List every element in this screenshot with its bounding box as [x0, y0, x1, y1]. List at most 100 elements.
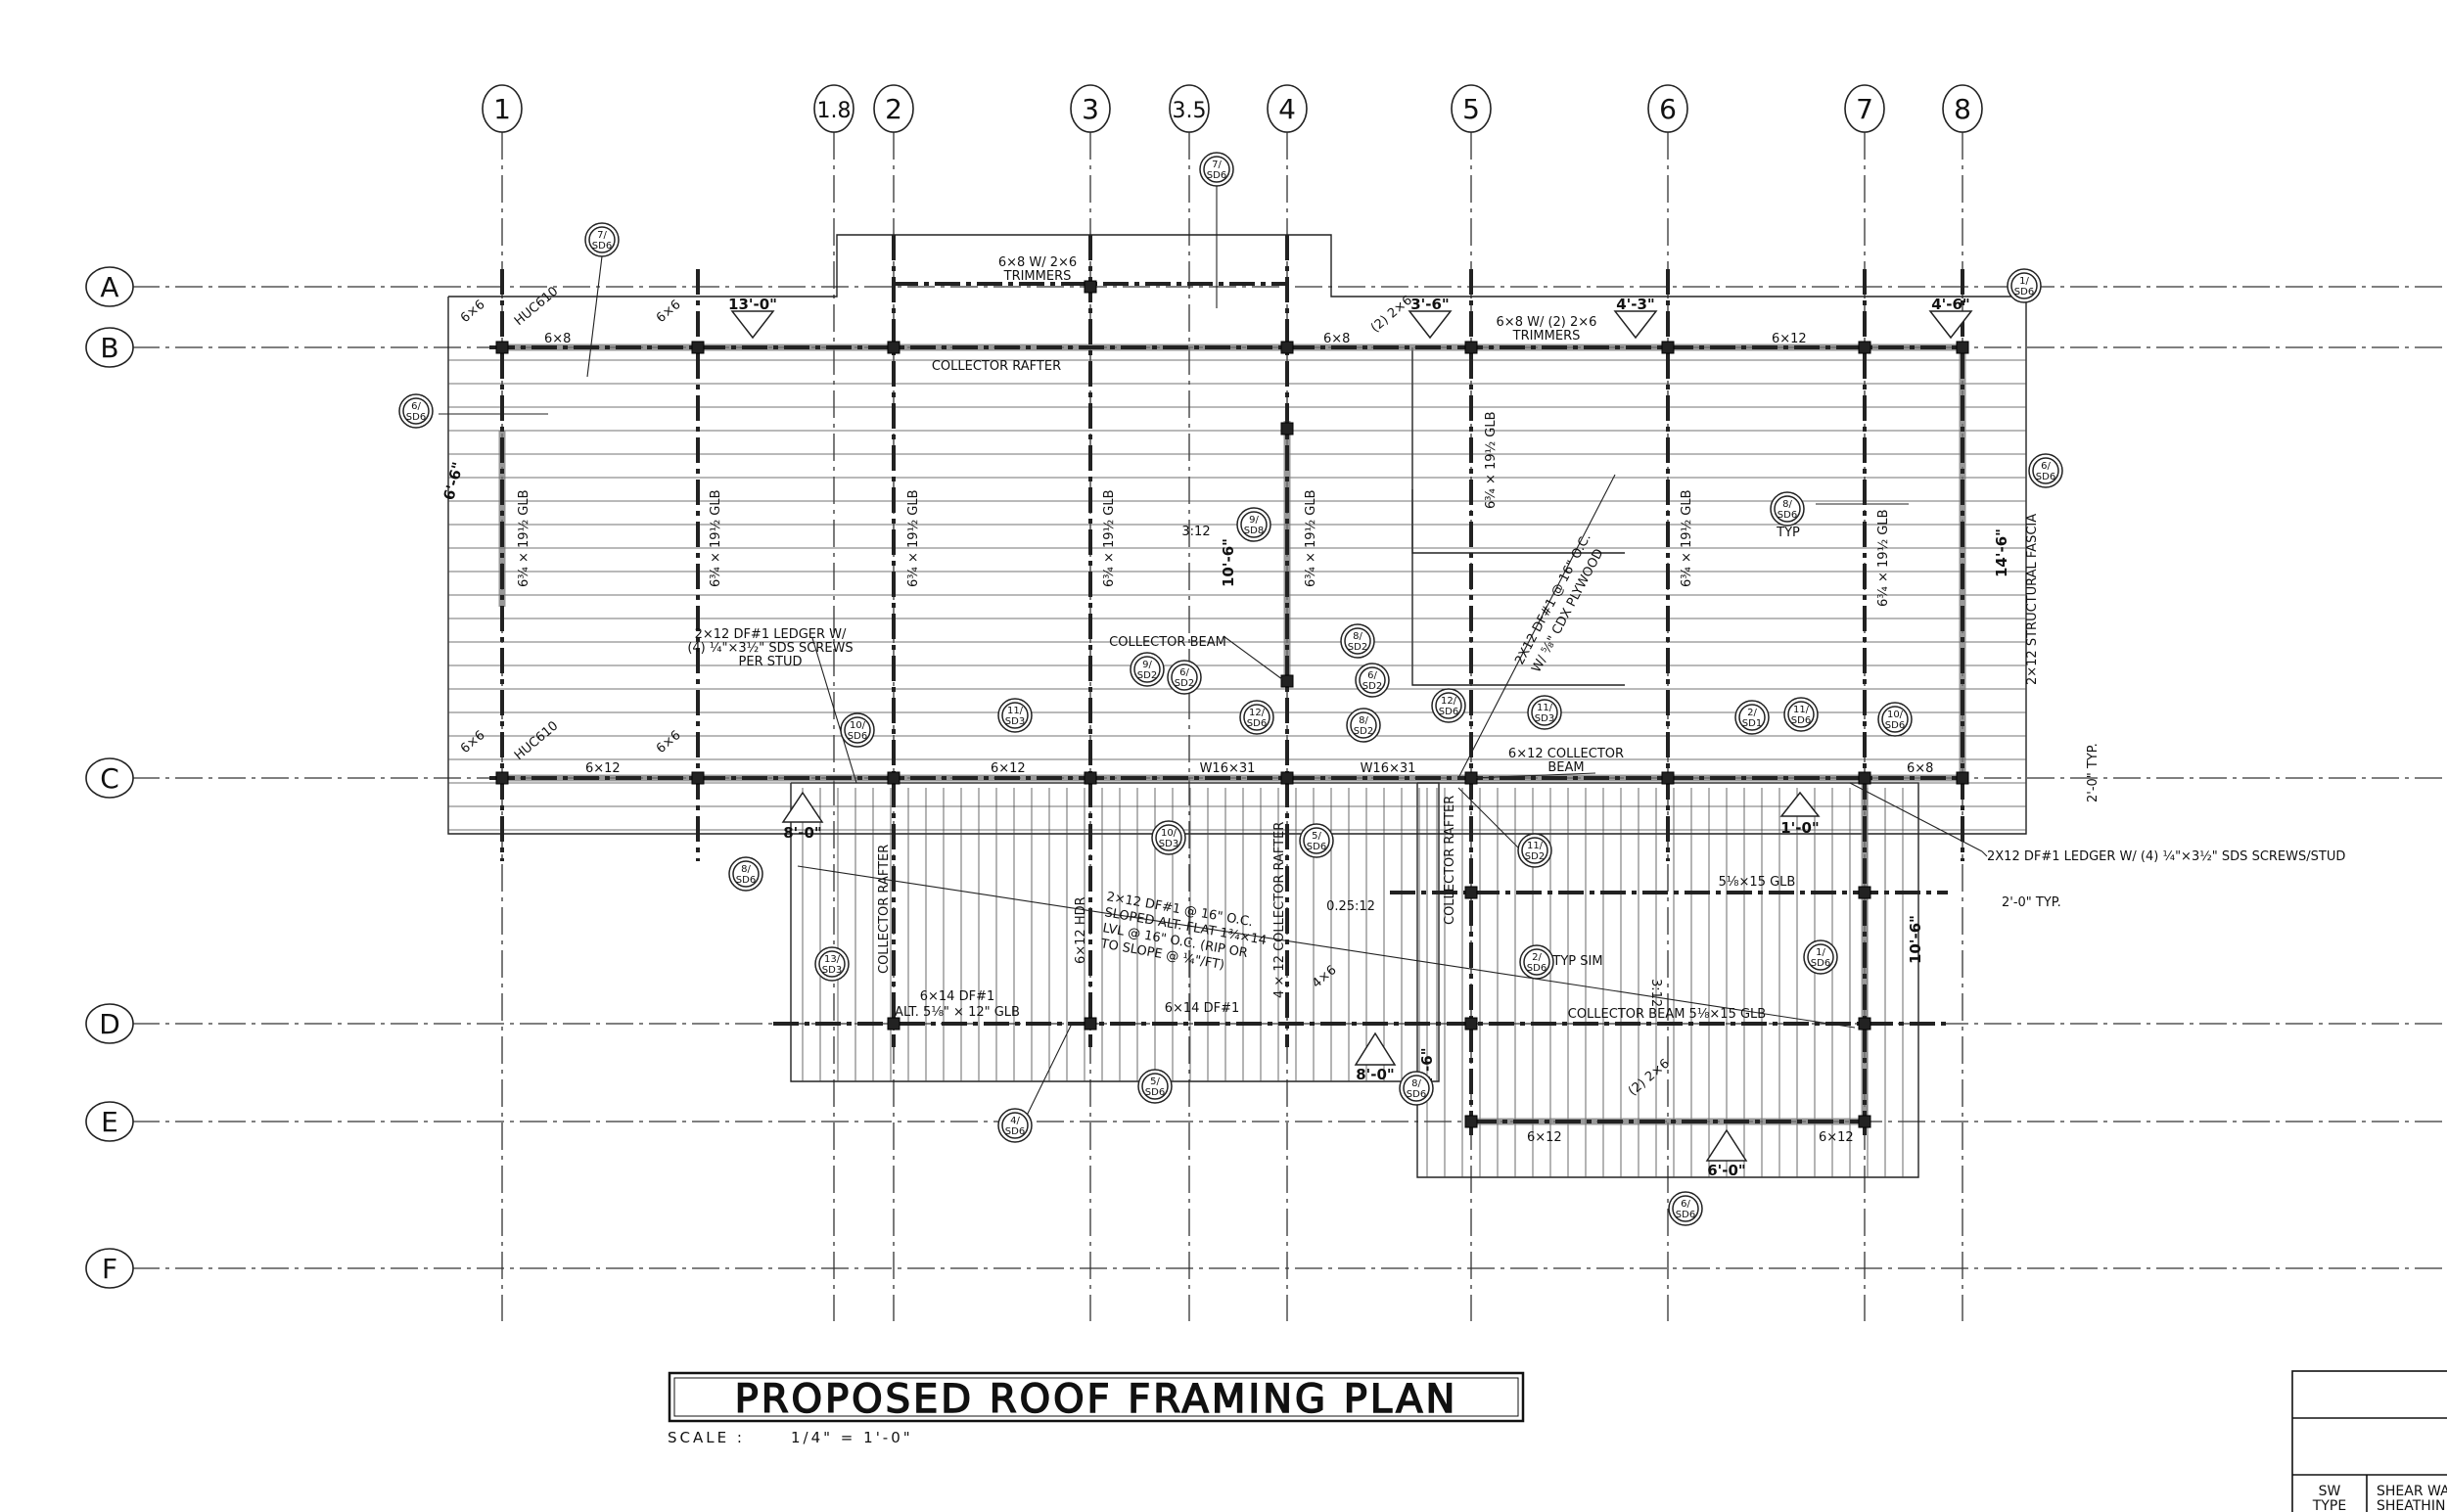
schedule-col-shear: SHEAR WA — [2377, 1484, 2447, 1499]
detail-callout-inner — [818, 950, 846, 978]
post — [1464, 1115, 1478, 1128]
grid-bubble-E: E — [85, 1101, 134, 1142]
drawing-title-block: PROPOSED ROOF FRAMING PLAN SCALE : 1/4" … — [668, 1371, 1525, 1446]
grid-bubble-1-label: 1 — [493, 93, 511, 125]
post — [495, 771, 509, 785]
detail-callout: 13/SD3 — [814, 946, 850, 982]
grid-bubble-3-label: 3 — [1082, 93, 1099, 125]
detail-callout-sheet: SD2 — [1525, 851, 1545, 862]
opening-outline — [1411, 347, 1625, 686]
grid-bubble-A-label: A — [100, 271, 118, 303]
detail-callout-sheet: SD6 — [736, 875, 756, 886]
detail-callout-inner — [1787, 701, 1815, 728]
detail-callout-sheet: SD3 — [822, 965, 842, 976]
detail-callout-inner — [1350, 711, 1377, 739]
detail-callout-sheet: SD6 — [592, 241, 612, 252]
detail-callout-inner — [1435, 692, 1462, 719]
detail-callout: 6/SD2 — [1167, 660, 1202, 695]
grid-bubble-4: 4 — [1267, 84, 1308, 133]
label-ledger-1: 2×12 DF#1 LEDGER W/ — [695, 627, 847, 642]
label-glb-8: 6¾ × 19½ GLB — [1876, 509, 1891, 607]
post — [1858, 886, 1871, 899]
detail-callout-number: 11/ — [1527, 841, 1544, 851]
label-6x8-b: 6×8 — [544, 332, 571, 346]
post — [887, 341, 900, 354]
label-trimmers-b: 6×8 W/ (2) 2×6 — [1497, 315, 1597, 330]
detail-callout: 12/SD6 — [1239, 700, 1274, 735]
detail-callout-number: 9/ — [1142, 660, 1152, 670]
label-collector-beam-6x12-2: BEAM — [1547, 760, 1584, 775]
post — [1858, 771, 1871, 785]
detail-callout-number: 6/ — [1367, 670, 1377, 681]
label-w1631-b: W16×31 — [1361, 761, 1416, 776]
detail-callout-sheet: SD6 — [1439, 707, 1458, 717]
label-typ: TYP — [1776, 526, 1800, 540]
dim-tag-text: 4'-6" — [1931, 296, 1970, 313]
dim-tag: 4'-3" — [1613, 296, 1658, 340]
detail-callout-inner — [732, 860, 760, 888]
label-huc610-b: HUC610 — [512, 284, 561, 329]
detail-callout-sheet: SD6 — [2014, 287, 2034, 298]
post — [1084, 280, 1097, 294]
schedule-col-sheathing: SHEATHIN — [2377, 1498, 2445, 1512]
label-2x6-d: (2) 2×6 — [1626, 1056, 1673, 1099]
detail-callout-inner — [1133, 656, 1161, 683]
posts — [495, 280, 1969, 1128]
grid-bubble-F-label: F — [102, 1253, 117, 1285]
label-collector-beam-d: COLLECTOR BEAM 5⅛×15 GLB — [1568, 1007, 1766, 1022]
label-glb-7: 6¾ × 19½ GLB — [1680, 489, 1694, 587]
detail-callout-number: 7/ — [597, 230, 607, 241]
detail-callout-number: 6/ — [1179, 667, 1189, 678]
detail-callout: 1/SD6 — [1803, 939, 1838, 975]
label-glb-4: 6¾ × 19½ GLB — [1102, 489, 1117, 587]
post — [887, 1017, 900, 1031]
drawing-title: PROPOSED ROOF FRAMING PLAN — [735, 1377, 1458, 1422]
detail-callout: 6/SD6 — [398, 393, 434, 429]
grid-bubble-5-label: 5 — [1462, 93, 1480, 125]
detail-callout: 11/SD3 — [997, 698, 1033, 733]
detail-callout: 7/SD6 — [1199, 152, 1234, 187]
post — [1084, 771, 1097, 785]
detail-callout-number: 8/ — [1782, 499, 1792, 510]
label-6x12-e2: 6×12 — [1819, 1130, 1854, 1145]
detail-callout-sheet: SD6 — [1778, 510, 1797, 521]
detail-callout: 8/SD6 — [728, 856, 763, 892]
label-typ-sim: TYP SIM — [1551, 954, 1602, 969]
scale-value: 1/4" = 1'-0" — [791, 1429, 913, 1446]
detail-callout-inner — [844, 716, 871, 744]
detail-callout-sheet: SD2 — [1348, 642, 1367, 653]
dim-tag-text: 3'-6" — [1410, 296, 1450, 313]
detail-callout-inner — [1155, 824, 1182, 851]
shear-wall-schedule: SW TYPE SHEAR WA SHEATHIN — [2291, 1370, 2447, 1512]
label-typ-a: 2'-0" TYP. — [2002, 895, 2061, 910]
detail-callout-inner — [1531, 699, 1558, 726]
label-pitch-312b: 3:12 — [1648, 979, 1663, 1007]
detail-callout: 2/SD6 — [1519, 944, 1554, 980]
detail-callout-inner — [402, 397, 430, 425]
detail-callout-sheet: SD6 — [1676, 1210, 1695, 1220]
detail-callout-sheet: SD3 — [1535, 713, 1554, 724]
detail-callout-number: 10/ — [1887, 710, 1904, 720]
detail-callout-inner — [1359, 666, 1386, 694]
schedule-col-sw: SW — [2319, 1484, 2341, 1499]
post — [691, 771, 705, 785]
label-2x6-b: (2) 2×6 — [1368, 293, 1415, 336]
detail-callouts: 7/SD67/SD66/SD61/SD66/SD69/SD88/SD69/SD2… — [398, 152, 2063, 1226]
label-6x6-a: 6×6 — [458, 298, 488, 326]
detail-callout-inner — [1240, 511, 1268, 538]
post — [1280, 771, 1294, 785]
detail-callout-number: 9/ — [1249, 515, 1259, 526]
detail-callout-inner — [1141, 1073, 1169, 1100]
grid-bubble-C: C — [85, 757, 134, 799]
label-glb-6: 6¾ × 19½ GLB — [1484, 411, 1499, 509]
label-d-beam2: 6×14 DF#1 — [1165, 1001, 1240, 1016]
detail-callout: 8/SD2 — [1340, 623, 1375, 659]
detail-callout-number: 10/ — [850, 720, 866, 731]
detail-callout-inner — [2032, 457, 2059, 484]
grid-bubble-B: B — [85, 327, 134, 368]
detail-callout-number: 11/ — [1007, 706, 1024, 716]
label-6x8-b2: 6×8 — [1323, 332, 1350, 346]
detail-callout: 2/SD1 — [1734, 700, 1770, 735]
detail-callout-sheet: SD6 — [848, 731, 867, 742]
dim-tag: 14'-6" — [1993, 528, 2010, 577]
